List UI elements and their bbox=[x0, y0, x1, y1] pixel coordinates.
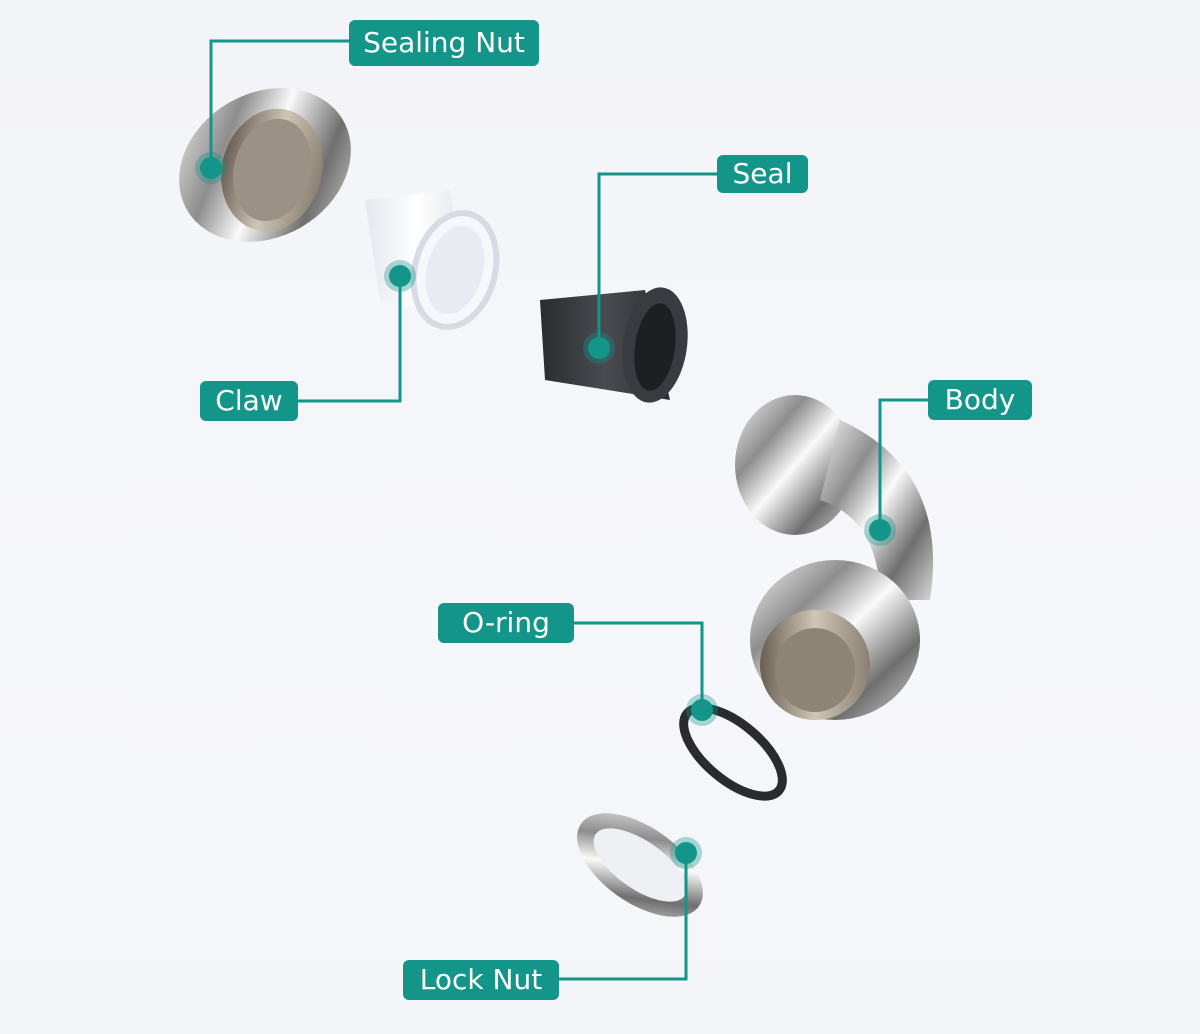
marker-dot-lock-nut bbox=[670, 837, 702, 869]
lock-nut-part bbox=[577, 813, 703, 917]
marker-dot-claw bbox=[384, 260, 416, 292]
leader-line-o-ring bbox=[574, 621, 704, 710]
marker-dot-o-ring bbox=[686, 694, 718, 726]
label-sealing-nut: Sealing Nut bbox=[349, 20, 539, 66]
leader-line-lock-nut bbox=[559, 853, 688, 981]
leader-line-claw bbox=[298, 276, 402, 403]
marker-dot-seal bbox=[583, 332, 615, 364]
leader-line-sealing-nut bbox=[209, 39, 350, 168]
seal-part bbox=[540, 287, 688, 403]
leader-line-seal bbox=[597, 172, 718, 348]
label-body: Body bbox=[928, 380, 1032, 420]
sealing-nut-part bbox=[179, 88, 351, 242]
leader-line-body bbox=[878, 398, 929, 530]
label-lock-nut: Lock Nut bbox=[403, 960, 559, 1000]
body-part bbox=[735, 395, 934, 720]
label-seal: Seal bbox=[717, 155, 808, 193]
marker-dot-sealing-nut bbox=[195, 152, 227, 184]
label-claw: Claw bbox=[200, 381, 298, 421]
label-o-ring: O-ring bbox=[438, 603, 574, 643]
marker-dot-body bbox=[864, 514, 896, 546]
o-ring-part bbox=[679, 703, 787, 801]
claw-part bbox=[365, 190, 500, 330]
